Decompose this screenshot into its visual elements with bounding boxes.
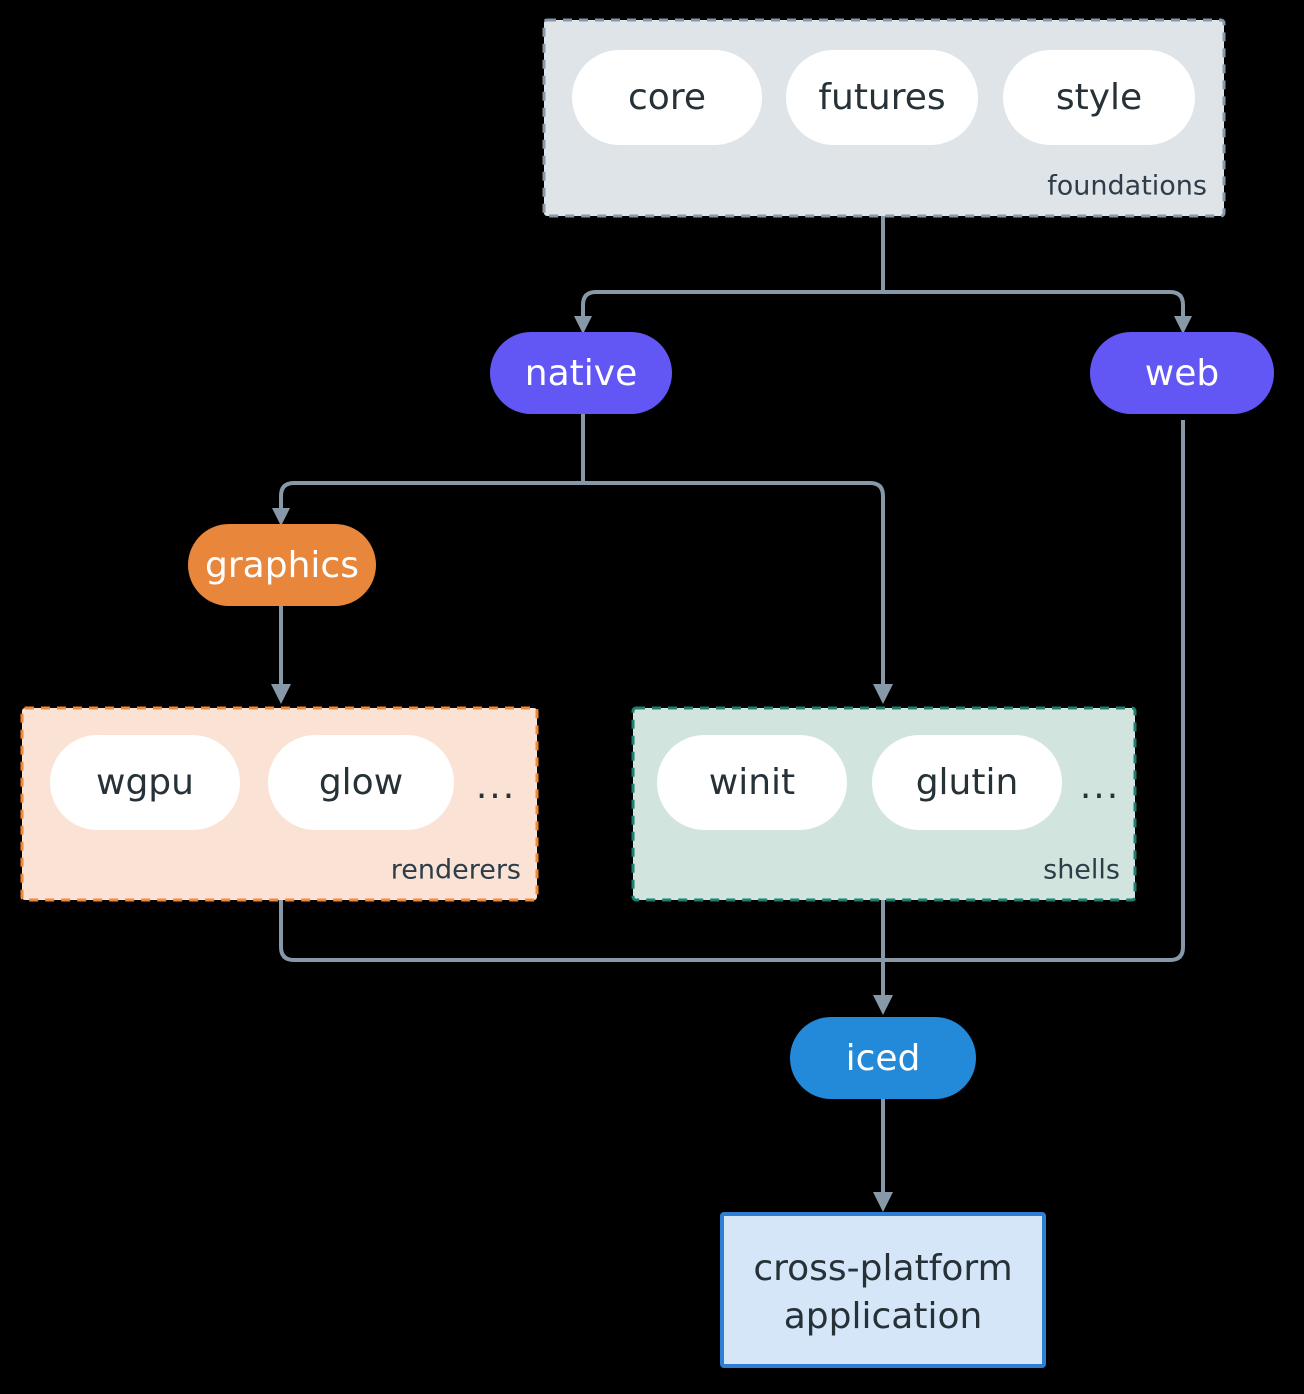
pill-glow-label: glow [319,762,403,803]
pill-style[interactable]: style [1003,50,1195,145]
pill-style-label: style [1056,77,1142,118]
pill-glutin-bg [872,735,1062,830]
node-web[interactable]: web [1090,332,1274,414]
pill-futures-label: futures [818,77,945,118]
node-native-bg [490,332,672,414]
node-application-bg [720,1212,1046,1368]
pill-glow[interactable]: glow [268,735,454,830]
renderers-ellipsis: ... [476,766,516,807]
node-graphics-label: graphics [205,545,359,586]
arrowhead-app [873,1192,893,1212]
node-graphics-bg [188,524,376,606]
pill-core-label: core [628,77,706,118]
pill-wgpu-label: wgpu [96,762,194,803]
node-iced-label: iced [846,1038,921,1079]
pill-futures[interactable]: futures [786,50,978,145]
group-renderers[interactable]: wgpu glow ... renderers [20,706,539,902]
node-web-bg [1090,332,1274,414]
arrowhead-graphics [272,508,290,526]
group-foundations-label: foundations [1047,171,1207,202]
node-application[interactable]: cross-platform application [720,1212,1046,1368]
pill-glow-bg [268,735,454,830]
node-native-label: native [525,353,637,394]
edge-native-to-graphics-shells [272,414,893,704]
arrowhead-iced [873,995,893,1015]
pill-glutin-label: glutin [916,762,1019,803]
pill-core-bg [572,50,762,145]
edge-graphics-to-renderers [271,606,291,704]
node-graphics[interactable]: graphics [188,524,376,606]
edge-iced-to-app [873,1099,893,1212]
pill-winit-bg [657,735,847,830]
node-native[interactable]: native [490,332,672,414]
pill-winit[interactable]: winit [657,735,847,830]
pill-style-bg [1003,50,1195,145]
pill-futures-bg [786,50,978,145]
arrowhead-shells [873,684,893,704]
arrowhead-renderers [271,684,291,704]
edge-foundations-to-native-web [574,216,1192,334]
pill-wgpu[interactable]: wgpu [50,735,240,830]
group-shells-label: shells [1043,855,1120,886]
pill-wgpu-bg [50,735,240,830]
arrowhead-native [574,316,592,334]
node-application-label-line2: application [784,1296,983,1337]
arrowhead-web [1174,316,1192,334]
node-iced-bg [790,1017,976,1099]
pill-core[interactable]: core [572,50,762,145]
node-web-label: web [1145,353,1219,394]
node-iced[interactable]: iced [790,1017,976,1099]
edge-to-iced [279,420,1185,1015]
pill-glutin[interactable]: glutin [872,735,1062,830]
group-shells[interactable]: winit glutin ... shells [631,706,1137,902]
pill-winit-label: winit [709,762,795,803]
node-application-label-line1: cross-platform [753,1248,1012,1289]
shells-ellipsis: ... [1080,766,1120,807]
group-foundations[interactable]: core futures style foundations [542,18,1226,218]
group-renderers-label: renderers [391,855,521,886]
